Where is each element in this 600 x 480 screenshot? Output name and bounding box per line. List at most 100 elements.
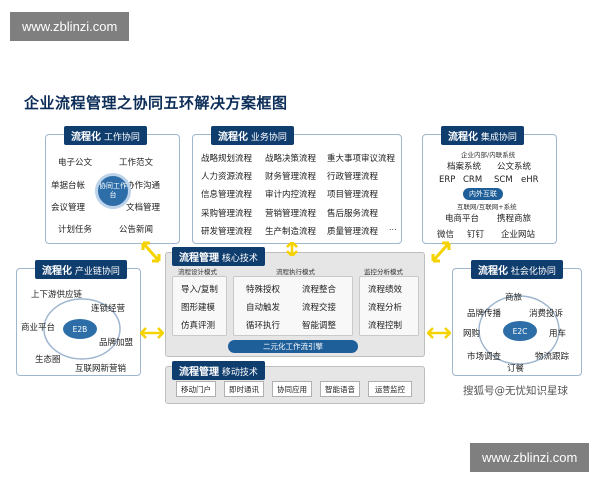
integration-item: 公文系统 xyxy=(497,162,532,172)
core-tech-box: 流程管理 核心技术 流程设计模式 流程执行模式 监控分析模式 导入/复制 图形建… xyxy=(165,247,425,357)
mobile-item: 协同应用 xyxy=(272,381,312,397)
industry-item: 品牌加盟 xyxy=(99,338,134,348)
mobile-item: 运营监控 xyxy=(368,381,412,397)
business-item: 项目管理流程 xyxy=(327,190,379,200)
core-col2-panel: 特殊授权 流程整合 自动触发 流程交接 循环执行 智能调整 xyxy=(233,276,353,336)
core-col2-item: 智能调整 xyxy=(302,321,337,331)
work-collab-header: 流程化 工作协同 xyxy=(64,126,147,145)
business-item: 研发管理流程 xyxy=(201,227,253,237)
industry-item: 生态圈 xyxy=(35,355,61,365)
social-item: 用车 xyxy=(549,329,567,339)
core-col3-item: 流程控制 xyxy=(368,321,403,331)
business-item: 信息管理流程 xyxy=(201,190,253,200)
core-col2-item: 特殊授权 xyxy=(246,285,281,295)
integration-item: 档案系统 xyxy=(447,162,482,172)
social-collab-box: 流程化 社会化协同 商旅 品牌传播 消费投诉 网购 用车 市场调查 物流跟踪 订… xyxy=(452,260,582,376)
core-col3-item: 流程分析 xyxy=(368,303,403,313)
social-item: 订餐 xyxy=(507,364,525,374)
social-item: 品牌传播 xyxy=(467,309,502,319)
integration-item: 钉钉 xyxy=(467,230,485,240)
core-col2-item: 流程整合 xyxy=(302,285,337,295)
industry-ring-icon xyxy=(43,298,121,360)
social-item: 网购 xyxy=(463,329,481,339)
work-item: 公告新闻 xyxy=(119,225,154,235)
core-col1-panel: 导入/复制 图形建模 仿真评测 xyxy=(172,276,227,336)
industry-item: 上下游供应链 xyxy=(31,290,83,300)
core-col3-panel: 流程绩效 流程分析 流程控制 xyxy=(359,276,419,336)
watermark-bottom: www.zblinzi.com xyxy=(470,443,590,472)
core-col2-item: 自动触发 xyxy=(246,303,281,313)
double-arrow-icon xyxy=(141,241,161,263)
work-item: 计划任务 xyxy=(58,225,93,235)
work-item: 会议管理 xyxy=(51,203,86,213)
business-item: 质量管理流程 xyxy=(327,227,379,237)
core-col1-title: 流程设计模式 xyxy=(178,268,217,276)
mobile-tech-header: 流程管理 移动技术 xyxy=(172,361,265,380)
social-ring-icon xyxy=(478,295,560,365)
mobile-item: 智能语音 xyxy=(320,381,360,397)
core-col2-title: 流程执行模式 xyxy=(276,268,315,276)
business-item: 战略决策流程 xyxy=(265,154,317,164)
business-collab-header: 流程化 业务协同 xyxy=(211,126,294,145)
core-col2-item: 流程交接 xyxy=(302,303,337,313)
work-item: 电子公文 xyxy=(58,158,93,168)
source-caption: 搜狐号@无忧知识星球 xyxy=(463,385,568,397)
industry-item: 商业平台 xyxy=(21,323,56,333)
industry-item: 互联网新营销 xyxy=(75,364,127,374)
integration-item: 微信 xyxy=(437,230,455,240)
business-item: 采购管理流程 xyxy=(201,209,253,219)
integration-item: eHR xyxy=(521,175,539,185)
double-arrow-icon xyxy=(140,327,164,339)
integration-pill: 内外互联 xyxy=(463,188,503,200)
core-col1-item: 仿真评测 xyxy=(181,321,216,331)
business-item: 重大事项审议流程 xyxy=(327,154,396,164)
double-arrow-icon xyxy=(286,242,298,256)
business-item: 售后服务流程 xyxy=(327,209,379,219)
mobile-item: 移动门户 xyxy=(176,381,216,397)
work-item: 工作范文 xyxy=(119,158,154,168)
watermark-top: www.zblinzi.com xyxy=(10,12,130,41)
work-collab-box: 流程化 工作协同 电子公文 工作范文 单据台帐 协作沟通 会议管理 文档管理 计… xyxy=(45,126,180,244)
social-item: 物流跟踪 xyxy=(535,352,570,362)
social-item: 市场调查 xyxy=(467,352,502,362)
business-item: 营销管理流程 xyxy=(265,209,317,219)
mobile-tech-box: 流程管理 移动技术 移动门户 即时通讯 协同应用 智能语音 运营监控 xyxy=(165,361,425,404)
work-item: 协作沟通 xyxy=(126,181,161,191)
double-arrow-icon xyxy=(431,241,451,263)
integration-sub2: 互联网/互联网+系统 xyxy=(457,203,517,211)
business-item: 人力资源流程 xyxy=(201,172,253,182)
social-item: 商旅 xyxy=(505,293,523,303)
core-col1-item: 图形建模 xyxy=(181,303,216,313)
industry-item: 连锁经营 xyxy=(91,304,126,314)
core-col3-item: 流程绩效 xyxy=(368,285,403,295)
integration-collab-header: 流程化 集成协同 xyxy=(441,126,524,145)
integration-item: SCM xyxy=(494,175,513,185)
mobile-item: 即时通讯 xyxy=(224,381,264,397)
industry-collab-header: 流程化 产业链协同 xyxy=(35,260,127,279)
business-item: 财务管理流程 xyxy=(265,172,317,182)
business-item: 行政管理流程 xyxy=(327,172,379,182)
core-col1-item: 导入/复制 xyxy=(181,285,218,295)
integration-item: ERP xyxy=(439,175,456,185)
work-hub: 协同工作台 xyxy=(95,173,131,209)
business-collab-box: 流程化 业务协同 战略规划流程 战略决策流程 重大事项审议流程 人力资源流程 财… xyxy=(192,126,402,244)
industry-hub: E2B xyxy=(63,319,97,339)
social-item: 消费投诉 xyxy=(529,309,564,319)
integration-sub1: 企业内部/内联系统 xyxy=(461,151,516,159)
integration-item: 携程商旅 xyxy=(497,214,532,224)
integration-item: 企业网站 xyxy=(501,230,536,240)
core-col3-title: 监控分析模式 xyxy=(364,268,403,276)
business-item: 生产制造流程 xyxy=(265,227,317,237)
integration-item: 电商平台 xyxy=(445,214,480,224)
core-col2-item: 循环执行 xyxy=(246,321,281,331)
integration-item: CRM xyxy=(463,175,483,185)
business-item: 审计内控流程 xyxy=(265,190,317,200)
industry-collab-box: 流程化 产业链协同 上下游供应链 连锁经营 商业平台 品牌加盟 生态圈 互联网新… xyxy=(16,260,141,376)
core-tech-header: 流程管理 核心技术 xyxy=(172,247,265,266)
diagram-title: 企业流程管理之协同五环解决方案框图 xyxy=(24,94,288,112)
double-arrow-icon xyxy=(427,327,451,339)
social-collab-header: 流程化 社会化协同 xyxy=(471,260,563,279)
social-hub: E2C xyxy=(503,321,537,341)
business-item: 战略规划流程 xyxy=(201,154,253,164)
integration-collab-box: 流程化 集成协同 企业内部/内联系统 档案系统 公文系统 ERP CRM SCM… xyxy=(422,126,557,244)
